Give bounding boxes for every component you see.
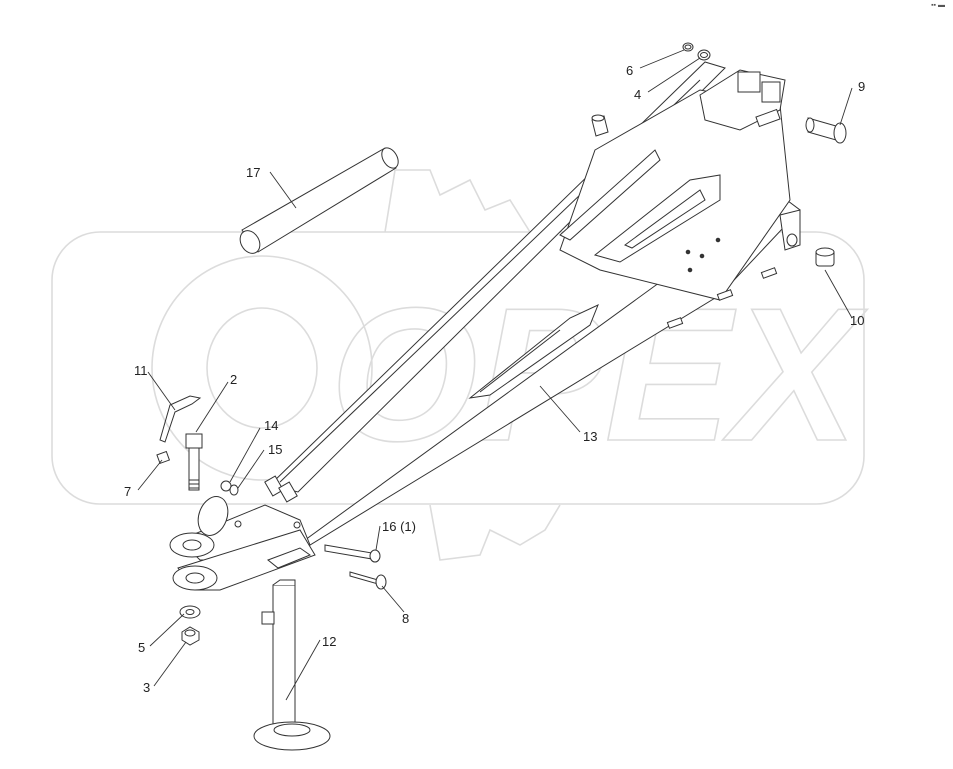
drawbar-frame <box>227 61 801 561</box>
bushing-top <box>591 114 609 137</box>
tube-17 <box>239 147 399 254</box>
callout-10: 10 <box>850 313 864 328</box>
callout-13: 13 <box>583 429 597 444</box>
callout-17: 17 <box>246 165 260 180</box>
watermark-logo <box>51 169 865 561</box>
corner-mark: ▪▪ ▬ <box>931 2 945 9</box>
callout-7: 7 <box>124 484 131 499</box>
nut-3 <box>181 626 200 646</box>
hitch-pin-9 <box>805 117 847 144</box>
callout-12: 12 <box>322 634 336 649</box>
washer-5 <box>179 605 201 619</box>
callout-16: 16 (1) <box>382 519 416 534</box>
washer-rings-top <box>682 42 711 61</box>
callout-14: 14 <box>264 418 278 433</box>
callout-11: 11 <box>134 363 148 378</box>
nuts-14-15 <box>220 480 239 496</box>
watermark-text: OPEX <box>330 269 868 481</box>
callout-8: 8 <box>402 611 409 626</box>
bolt-2 <box>185 433 203 491</box>
cotter-pin-11 <box>159 395 202 443</box>
callout-5: 5 <box>138 640 145 655</box>
leader-lines <box>137 49 853 701</box>
bolt-16 <box>324 544 381 563</box>
bushing-10 <box>815 247 835 267</box>
screw-8 <box>349 571 387 590</box>
callout-2: 2 <box>230 372 237 387</box>
callout-labels: 6 4 9 17 10 11 2 14 15 7 13 16 (1) 8 5 1… <box>124 63 865 695</box>
clip-7 <box>156 450 171 465</box>
jack-stand-12 <box>253 547 331 751</box>
callout-6: 6 <box>626 63 633 78</box>
callout-3: 3 <box>143 680 150 695</box>
callout-15: 15 <box>268 442 282 457</box>
callout-4: 4 <box>634 87 641 102</box>
callout-9: 9 <box>858 79 865 94</box>
hitch-front <box>169 475 316 591</box>
